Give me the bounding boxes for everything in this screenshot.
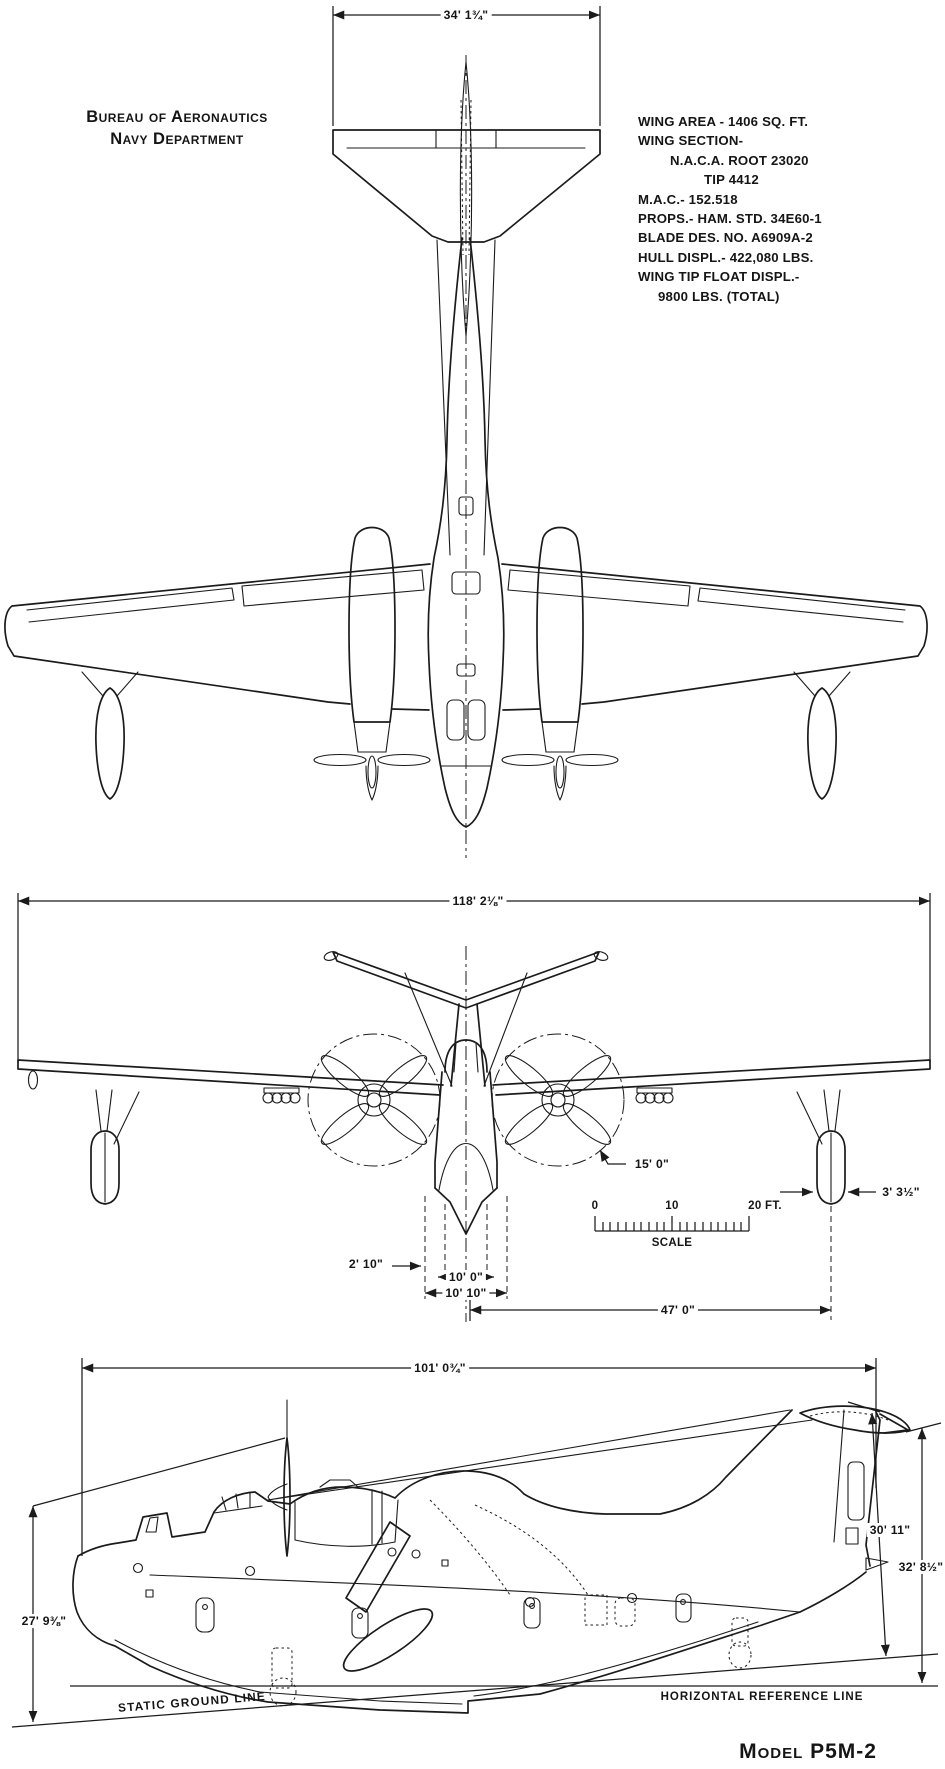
dim-height-fin-top-label: 30' 11" (866, 1523, 914, 1537)
title-block: Bureau of Aeronautics Navy Department (36, 106, 318, 150)
dim-float-beam-label: 3' 3½" (882, 1185, 920, 1199)
plan-float-right (807, 687, 837, 800)
model-designation: Model P5M-2 (739, 1740, 877, 1763)
agency-line-1: Bureau of Aeronautics (86, 108, 268, 126)
plan-prop-blade (565, 753, 619, 767)
side-propeller (267, 1399, 291, 1557)
side-cargo-door-dotted (584, 1594, 636, 1627)
front-wings (17, 1059, 931, 1096)
side-tail-bullet (799, 1405, 911, 1434)
static-ground-line (11, 1653, 939, 1728)
front-prop-left (307, 1033, 441, 1167)
spec-line: HULL DISPL.- 422,080 LBS. (638, 249, 814, 265)
side-flap-panel (345, 1521, 411, 1613)
front-tailplane (323, 951, 609, 1009)
side-rudder-tab (847, 1461, 865, 1521)
spec-line: WING TIP FLOAT DISPL.- (638, 269, 800, 285)
spec-line: PROPS.- HAM. STD. 34E60-1 (638, 211, 822, 227)
dim-hull-beam-inner-label: 10' 0" (445, 1270, 487, 1284)
plan-fin (459, 61, 473, 337)
dim-nose-height-label: 27' 9⅜" (18, 1614, 70, 1628)
spec-line: TIP 4412 (704, 172, 759, 188)
plan-bombardier-window-left (446, 699, 465, 741)
scale-bar (594, 1216, 750, 1232)
dim-tail-span-label: 34' 1¾" (440, 8, 492, 22)
dim-overall-length-label: 101' 0¾" (411, 1361, 469, 1375)
dim-float-distance-label: 47' 0" (657, 1303, 699, 1317)
side-hatches (195, 1593, 692, 1639)
plan-hatch-2 (458, 496, 474, 516)
spec-line: BLADE DES. NO. A6909A-2 (638, 230, 813, 246)
scale-tick-10-label: 10 (665, 1200, 679, 1212)
front-float-right (796, 1089, 846, 1205)
spec-line: WING AREA - 1406 SQ. FT. (638, 114, 809, 129)
plan-fuselage (427, 237, 505, 828)
scale-caption: SCALE (651, 1237, 693, 1249)
plan-view (4, 55, 928, 858)
front-tip-fairing (27, 1070, 39, 1090)
plan-float-left (95, 687, 125, 800)
dim-chine-offset-label: 2' 10" (348, 1257, 384, 1271)
plan-hatch-3 (456, 663, 476, 677)
side-bow (72, 1555, 801, 1714)
dim-hull-beam-outer-label: 10' 10" (442, 1286, 490, 1300)
plan-nacelle-right (501, 526, 619, 801)
scale-tick-20-label: 20 FT. (748, 1200, 782, 1212)
plan-nacelle-left (313, 526, 431, 801)
spec-line: M.A.C.- 152.518 (638, 191, 738, 207)
spec-line: N.A.C.A. ROOT 23020 (670, 152, 809, 168)
front-view (17, 946, 931, 1322)
front-float-left (90, 1089, 140, 1205)
plan-tailplane (332, 129, 601, 243)
plan-hatch-1 (451, 571, 481, 595)
front-exhaust-right (635, 1087, 674, 1104)
plan-bombardier-window-right (467, 699, 486, 741)
plan-wings (4, 563, 928, 711)
spec-line: 9800 LBS. (TOTAL) (658, 288, 780, 304)
front-exhaust-left (262, 1087, 301, 1104)
dim-prop-diameter-label: 15' 0" (634, 1157, 670, 1171)
front-fin (450, 1003, 486, 1087)
dim-wing-span-label: 118' 2⅛" (449, 894, 507, 908)
spec-block: WING AREA - 1406 SQ. FT. WING SECTION- N… (638, 112, 938, 306)
side-beaching-gear (269, 1617, 752, 1707)
front-hull (434, 1039, 498, 1235)
side-view (11, 1399, 939, 1728)
front-prop-right (491, 1033, 625, 1167)
side-drooped-surface (342, 1608, 434, 1672)
dim-height-overall-label: 32' 8½" (895, 1560, 945, 1574)
spec-line: WING SECTION- (638, 133, 744, 149)
side-deck-profile (77, 1409, 793, 1557)
plan-prop-blade (313, 753, 367, 767)
plan-prop-blade (377, 753, 431, 767)
scale-tick-0-label: 0 (591, 1200, 599, 1212)
horizontal-reference-line-label: HORIZONTAL REFERENCE LINE (657, 1691, 867, 1703)
plan-prop-blade (501, 753, 555, 767)
agency-line-2: Navy Department (110, 130, 244, 148)
